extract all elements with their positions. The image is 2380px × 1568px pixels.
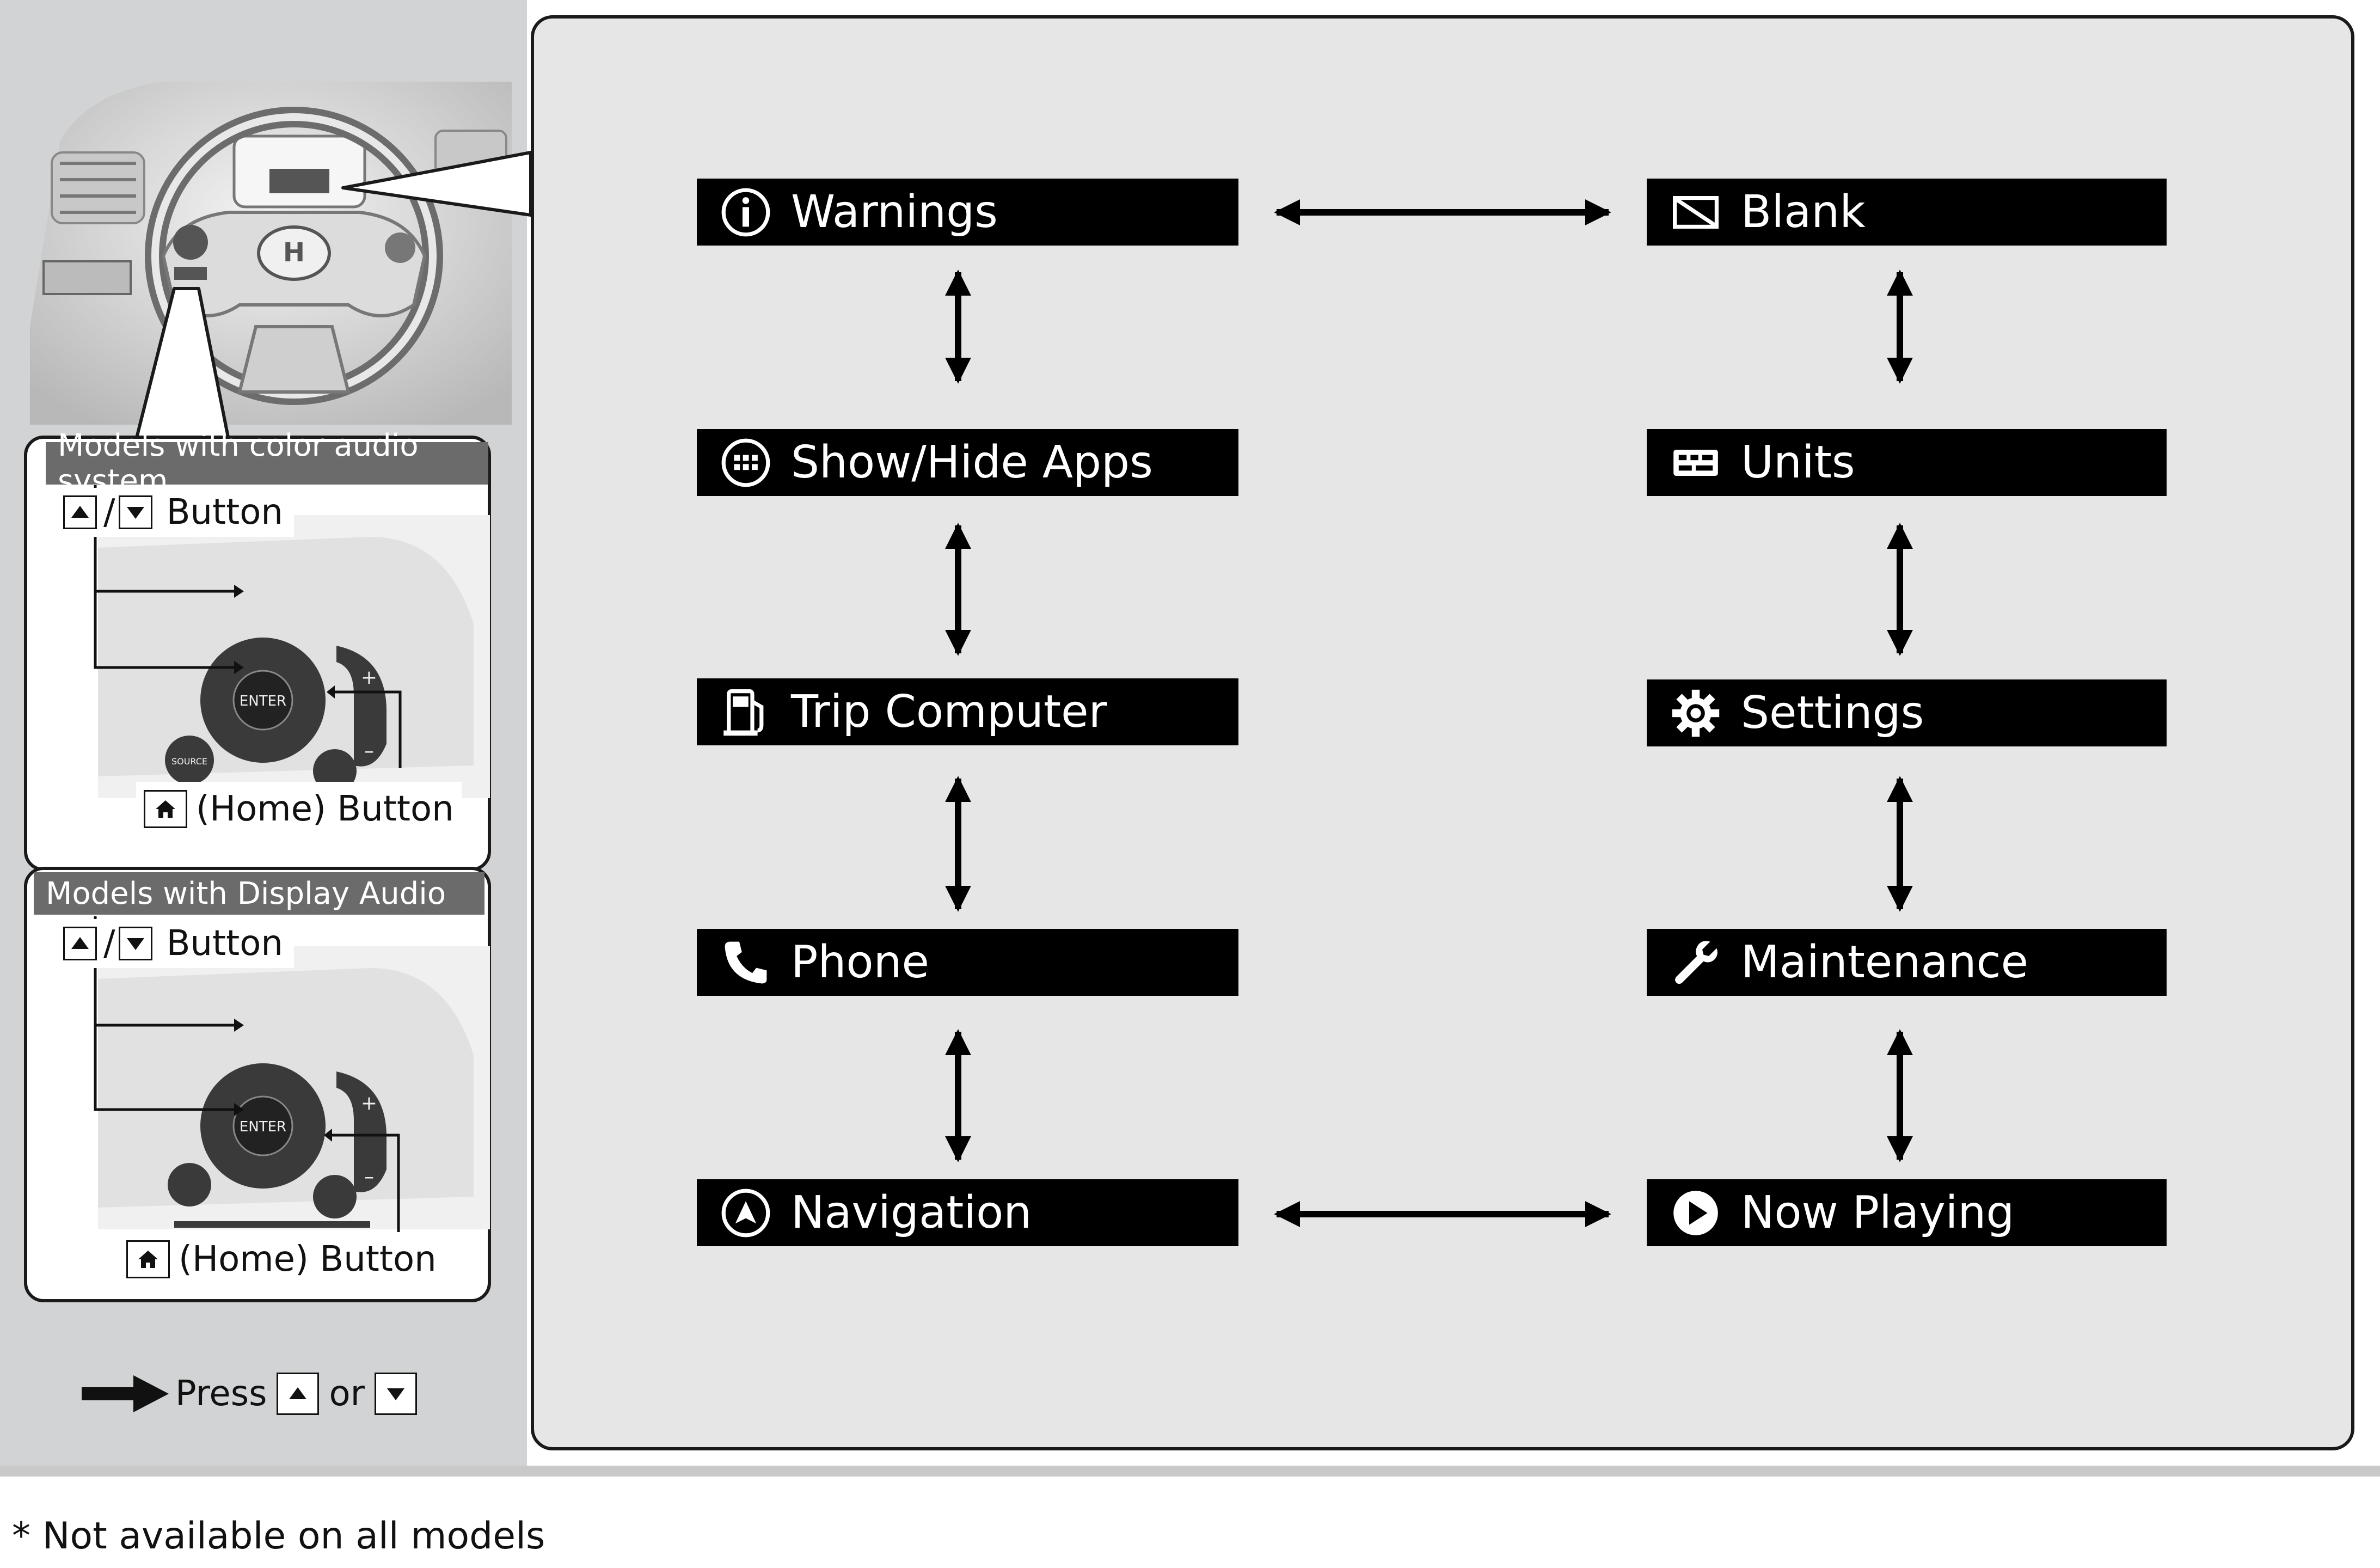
up-button-icon [63,927,97,960]
menu-item-units[interactable]: Units [1647,429,2167,496]
up-button-icon [277,1373,320,1415]
steering-controls-illustration: ENTER + – [98,946,490,1229]
volume-plus-text: + [361,1092,377,1114]
display-audio-home-label: (Home) Button [119,1232,444,1287]
menu-item-label: Units [1741,437,1855,488]
menu-item-settings[interactable]: Settings [1647,679,2167,746]
navigation-icon [716,1183,776,1243]
menu-item-label: Settings [1741,687,1924,739]
home-icon [126,1240,170,1278]
source-text: SOURCE [171,756,207,767]
legend: Press or [82,1372,417,1416]
phone-icon [716,933,776,993]
volume-plus-text: + [361,666,377,689]
play-icon [1666,1183,1726,1243]
down-button-icon [374,1373,417,1415]
menu-item-trip-computer[interactable]: Trip Computer [697,678,1238,745]
wrench-icon [1666,933,1726,993]
menu-item-blank[interactable]: Blank [1647,179,2167,246]
menu-item-label: Maintenance [1741,936,2029,988]
button-text: Button [166,492,283,532]
up-button-icon [63,495,97,529]
color-audio-home-label: (Home) Button [136,782,462,836]
down-button-icon [118,495,152,529]
menu-item-navigation[interactable]: Navigation [697,1179,1238,1246]
menu-item-now-playing[interactable]: Now Playing [1647,1179,2167,1246]
home-icon [144,790,187,828]
bottom-strip [0,1466,2380,1477]
color-audio-button-label: / Button [44,488,294,537]
menu-item-label: Trip Computer [791,686,1107,738]
down-button-icon [118,927,152,960]
volume-minus-text: – [364,1166,374,1188]
home-button-text: (Home) Button [179,1239,437,1279]
apps-grid-icon [716,433,776,493]
steering-controls-illustration: ENTER + – SOURCE [98,515,490,798]
menu-item-label: Show/Hide Apps [791,437,1153,488]
units-icon [1666,433,1726,493]
menu-item-phone[interactable]: Phone [697,929,1238,996]
menu-item-label: Now Playing [1741,1187,2015,1239]
legend-press-text: Press [175,1374,267,1414]
info-icon [716,182,776,242]
legend-or-text: or [329,1374,365,1414]
menu-item-show-hide-apps[interactable]: Show/Hide Apps [697,429,1238,496]
fuel-pump-icon [716,682,776,742]
menu-item-label: Blank [1741,186,1866,238]
footnote: * Not available on all models [12,1515,545,1558]
menu-item-label: Warnings [791,186,998,238]
enter-text: ENTER [240,1119,286,1135]
dashboard-illustration: H [30,82,531,442]
menu-item-label: Navigation [791,1187,1032,1239]
volume-minus-text: – [364,740,374,762]
display-audio-box-title: Models with Display Audio [34,872,484,915]
gear-icon [1666,683,1726,743]
display-audio-button-label: / Button [44,919,294,968]
color-audio-box: Models with color audio system ENTER + –… [24,428,491,871]
menu-item-warnings[interactable]: Warnings [697,179,1238,246]
svg-text:H: H [283,237,305,268]
enter-text: ENTER [240,693,286,709]
menu-item-maintenance[interactable]: Maintenance [1647,929,2167,996]
slash-text: / [103,923,115,964]
button-text: Button [166,923,283,964]
display-audio-box: Models with Display Audio ENTER + – / Bu… [24,867,491,1302]
slash-text: / [103,492,115,532]
home-button-text: (Home) Button [196,789,454,829]
blank-screen-icon [1666,182,1726,242]
menu-item-label: Phone [791,936,930,988]
legend-arrow-icon [82,1375,169,1412]
